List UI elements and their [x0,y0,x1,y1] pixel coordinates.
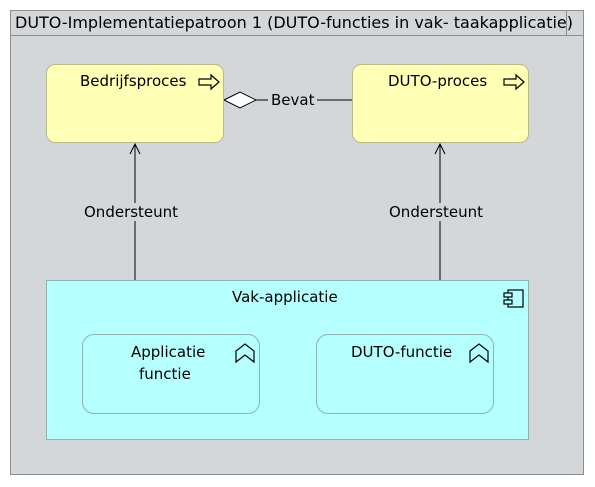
node-applicatie-functie[interactable]: Applicatie functie [82,334,260,414]
group-title: DUTO-Implementatiepatroon 1 (DUTO-functi… [10,10,573,36]
relation-bevat-label: Bevat [268,91,318,109]
node-duto-proces-label: DUTO-proces [388,72,488,90]
application-function-icon [469,343,489,364]
node-bedrijfsproces-label: Bedrijfsproces [80,72,187,90]
application-component-icon [503,289,524,308]
group-tab-divider [10,35,584,36]
ondersteunt-left-arrowhead-icon [129,142,141,155]
node-bedrijfsproces[interactable]: Bedrijfsproces [46,64,224,143]
ondersteunt-right-arrowhead-icon [434,142,446,155]
node-duto-functie[interactable]: DUTO-functie [316,334,494,414]
relation-ondersteunt-right-label: Ondersteunt [389,203,484,221]
node-vak-applicatie-label: Vak-applicatie [232,288,338,306]
node-applicatie-functie-label-line2: functie [139,365,191,383]
application-function-icon [235,343,255,364]
node-duto-proces[interactable]: DUTO-proces [352,64,529,143]
relation-ondersteunt-left-label: Ondersteunt [84,203,179,221]
node-applicatie-functie-label-line1: Applicatie [131,343,206,361]
aggregation-diamond-icon [222,91,258,109]
node-vak-applicatie[interactable]: Vak-applicatie Applicatie functie DUTO-f… [46,280,529,440]
process-arrow-icon [198,73,220,91]
node-duto-functie-label: DUTO-functie [351,343,453,361]
process-arrow-icon [503,73,525,91]
